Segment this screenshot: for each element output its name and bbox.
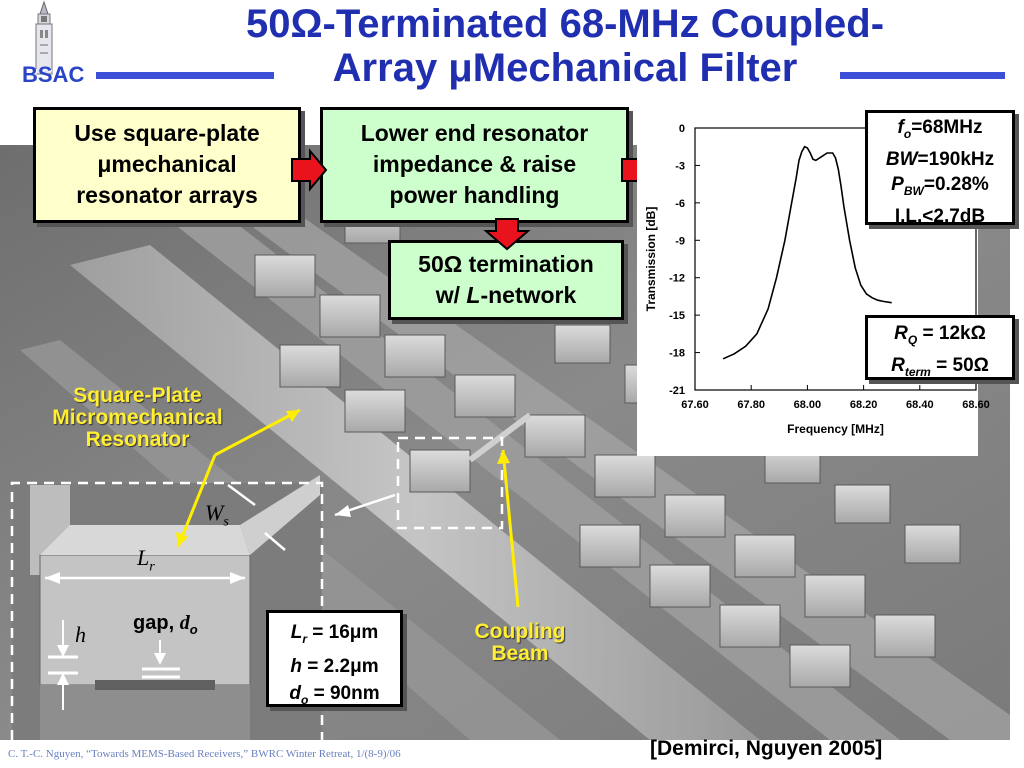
bsac-logo: BSAC: [22, 62, 85, 87]
slide-title: 50Ω-Terminated 68-MHz Coupled- Array μMe…: [150, 2, 980, 90]
title-line-1: 50Ω-Terminated 68-MHz Coupled-: [245, 2, 885, 46]
label-resonator: Square-Plate Micromechanical Resonator: [52, 384, 223, 451]
label-coupling-beam: Coupling Beam: [474, 620, 566, 665]
series-line: [722, 145, 892, 360]
inset-h-label: h: [75, 622, 86, 647]
campanile-logo-icon: [35, 0, 53, 75]
dimensions-box: Lr = 16μm h = 2.2μm do = 90nm: [266, 610, 403, 707]
flow-box-square-plate: Use square-plate μmechanical resonator a…: [33, 107, 301, 223]
y-tick-label: -9: [675, 235, 685, 247]
y-tick-label: -3: [675, 160, 685, 172]
y-tick-label: 0: [679, 123, 685, 135]
x-tick-label: 67.80: [737, 399, 765, 411]
x-tick-label: 68.20: [850, 399, 878, 411]
inset-lr-label: Lr: [137, 545, 155, 575]
x-tick-label: 68.00: [794, 399, 822, 411]
arrow-down-icon: [483, 218, 531, 251]
y-tick-label: -12: [669, 273, 685, 285]
inset-gap-label: gap, do: [133, 612, 198, 637]
plot-frame: [694, 127, 977, 391]
citation: [Demirci, Nguyen 2005]: [650, 737, 883, 760]
title-line-2: Array μMechanical Filter: [324, 46, 806, 90]
y-tick-label: -15: [669, 310, 685, 322]
x-axis-label: Frequency [MHz]: [787, 422, 884, 436]
y-tick-label: -21: [669, 385, 685, 397]
resistance-box: RQ = 12kΩ Rterm = 50Ω: [865, 315, 1015, 380]
y-tick-label: -6: [675, 198, 685, 210]
inset-ws-label: Ws: [205, 500, 229, 530]
footer-reference: C. T.-C. Nguyen, “Towards MEMS-Based Rec…: [8, 748, 401, 760]
chart-svg: 0 -3 -6 -9 -12 -15 -18 -21 67.60 67.80 68.00 68.20 6…: [644, 123, 990, 436]
y-axis-label: Transmission [dB]: [644, 207, 658, 312]
flow-box-termination: 50Ω termination w/ L-network: [388, 240, 624, 320]
flow-box-lower-impedance: Lower end resonator impedance & raise po…: [320, 107, 629, 223]
x-tick-label: 68.60: [962, 399, 990, 411]
x-tick-label: 67.60: [681, 399, 709, 411]
title-bar-left: [96, 72, 274, 79]
arrow-right-icon: [291, 148, 328, 192]
x-tick-label: 68.40: [906, 399, 934, 411]
spec-box: fo=68MHz BW=190kHz PBW=0.28% I.L.<2.7dB: [865, 110, 1015, 227]
y-tick-label: -18: [669, 348, 685, 360]
title-bar-right: [840, 72, 1005, 79]
